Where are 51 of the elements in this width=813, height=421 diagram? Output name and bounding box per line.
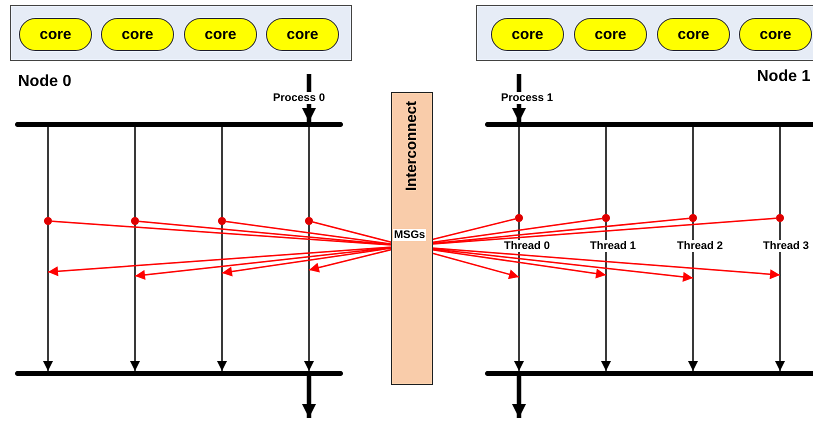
thread-arrow (217, 127, 227, 371)
core-label: core (286, 26, 318, 43)
message-dot (44, 217, 52, 225)
thread-arrow (514, 127, 524, 371)
interconnect-label: Interconnect (403, 101, 421, 191)
core-label: core (594, 26, 626, 43)
node-label: Node 1 (757, 68, 810, 86)
core-pill (19, 18, 92, 51)
core-pill (266, 18, 339, 51)
thread-label: Thread 1 (589, 240, 637, 252)
bus-bar (15, 371, 343, 376)
thread-arrow (43, 127, 53, 371)
process-arrow (512, 376, 526, 418)
message-dot (131, 217, 139, 225)
thread-arrow (775, 127, 785, 371)
bus-bar (485, 371, 813, 376)
core-label: core (678, 26, 710, 43)
thread-arrow (688, 127, 698, 371)
core-pill (101, 18, 174, 51)
process-arrow (302, 376, 316, 418)
core-label: core (512, 26, 544, 43)
thread-label: Thread 2 (676, 240, 724, 252)
thread-arrow (601, 127, 611, 371)
bus-bar (485, 122, 813, 127)
node-panel (10, 5, 352, 61)
message-dot (218, 217, 226, 225)
message-label: MSGs (393, 229, 426, 241)
node-label: Node 0 (18, 73, 72, 91)
edge-label: Process 0 (272, 92, 326, 104)
message-dot (689, 214, 697, 222)
node-panel (476, 5, 813, 61)
core-label: core (122, 26, 154, 43)
core-label: core (204, 26, 236, 43)
core-pill (657, 18, 730, 51)
core-label: core (40, 26, 72, 43)
thread-arrow (304, 127, 314, 371)
core-pill (491, 18, 564, 51)
message-dot (305, 217, 313, 225)
thread-label: Thread 3 (762, 240, 810, 252)
core-label: core (760, 26, 792, 43)
core-pill (184, 18, 257, 51)
core-pill (739, 18, 812, 51)
core-pill (574, 18, 647, 51)
bus-bar (15, 122, 343, 127)
message-dot (602, 214, 610, 222)
message-dot (776, 214, 784, 222)
thread-arrow (130, 127, 140, 371)
edge-label: Process 1 (500, 92, 554, 104)
thread-label: Thread 0 (503, 240, 551, 252)
message-dot (515, 214, 523, 222)
interconnect-bar (391, 92, 433, 385)
